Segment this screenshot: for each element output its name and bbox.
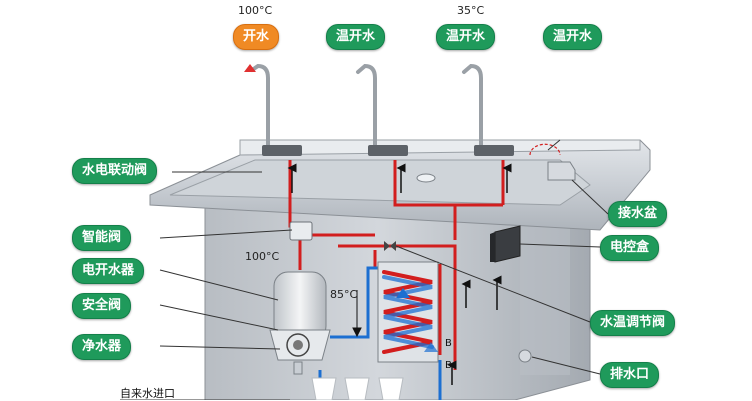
label-water-inlet: 自来水进口 bbox=[120, 387, 175, 400]
label-boiling-water: 开水 bbox=[233, 24, 280, 50]
valve-b-upper: B bbox=[445, 338, 452, 349]
control-box bbox=[494, 225, 521, 263]
smart-valve bbox=[289, 221, 313, 241]
label-safety-valve: 安全阀 bbox=[72, 293, 132, 319]
label-warm-water-1: 温开水 bbox=[326, 24, 386, 50]
label-temp-valve: 水温调节阀 bbox=[590, 310, 676, 336]
hand-faucet bbox=[547, 161, 576, 181]
label-linkage-valve: 水电联动阀 bbox=[72, 158, 158, 184]
temp-valve bbox=[384, 241, 396, 251]
coil bbox=[382, 270, 434, 354]
leader-lines bbox=[120, 139, 609, 400]
taps bbox=[250, 63, 483, 149]
temp-arrow-85 bbox=[352, 290, 362, 338]
basin-drain bbox=[416, 173, 436, 183]
label-boiler: 电开水器 bbox=[72, 258, 145, 284]
cups bbox=[311, 377, 404, 400]
label-warm-water-2: 温开水 bbox=[436, 24, 496, 50]
label-smart-valve: 智能阀 bbox=[72, 225, 132, 251]
temp-boiling: 100°C bbox=[238, 4, 273, 17]
label-purifier: 净水器 bbox=[72, 334, 132, 360]
temp-85: 85°C bbox=[330, 288, 358, 301]
valve-b-lower: B bbox=[445, 360, 452, 371]
label-drain: 排水口 bbox=[600, 362, 660, 388]
drain-outlet bbox=[518, 349, 532, 363]
temp-warm: 35°C bbox=[457, 4, 485, 17]
hot-tap-arrow bbox=[244, 64, 256, 72]
flow-arrows bbox=[287, 163, 512, 385]
temp-100-inner: 100°C bbox=[245, 250, 280, 263]
label-warm-water-3: 温开水 bbox=[543, 24, 603, 50]
label-basin: 接水盆 bbox=[608, 201, 668, 227]
label-control-box: 电控盒 bbox=[600, 235, 660, 261]
